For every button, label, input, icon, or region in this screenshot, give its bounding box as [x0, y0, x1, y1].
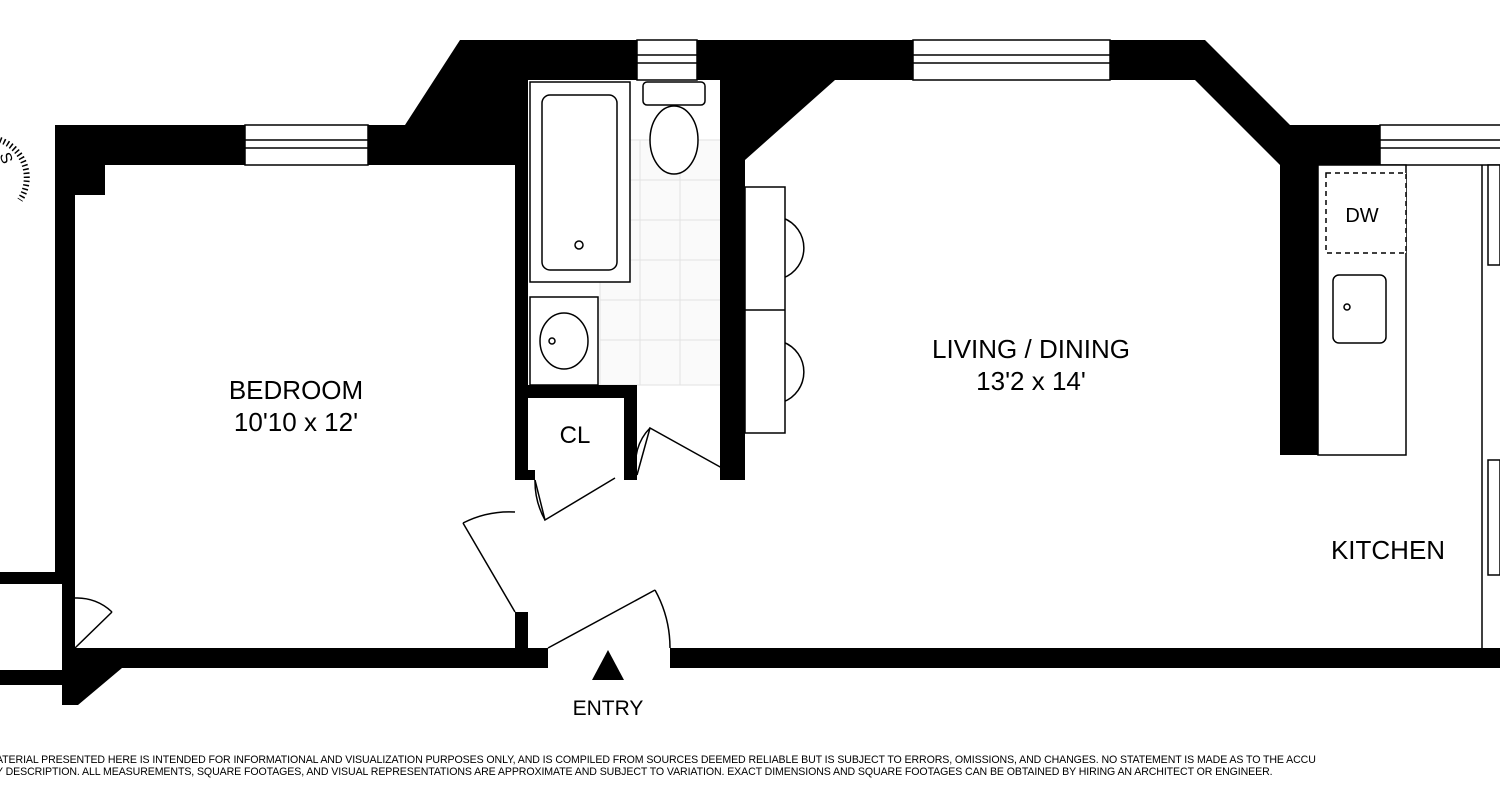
- disclaimer-line-1: ATERIAL PRESENTED HERE IS INTENDED FOR I…: [0, 754, 1316, 766]
- disclaimer-line-2: Y DESCRIPTION. ALL MEASUREMENTS, SQUARE …: [0, 766, 1273, 778]
- living-size: 13'2 x 14': [976, 366, 1086, 396]
- entry-label: ENTRY: [573, 697, 644, 720]
- bedroom-size: 10'10 x 12': [234, 407, 358, 437]
- kitchen-label: KITCHEN: [1331, 535, 1445, 565]
- compass-letter: S: [0, 150, 15, 166]
- bathroom-sink: [529, 296, 599, 386]
- windows: [244, 39, 1500, 576]
- disclaimer: ATERIAL PRESENTED HERE IS INTENDED FOR I…: [0, 754, 1500, 778]
- living-label: LIVING / DINING: [932, 334, 1130, 364]
- walls: [0, 40, 1500, 705]
- closet-label: CL: [560, 422, 591, 449]
- dishwasher-label: DW: [1345, 205, 1378, 227]
- compass-icon: S: [0, 137, 30, 202]
- toilet: [642, 81, 706, 175]
- counter-with-stools: [744, 186, 805, 434]
- entry-arrow-icon: [592, 650, 624, 680]
- bathtub: [529, 81, 631, 283]
- kitchen-counter: [1317, 164, 1483, 648]
- bedroom-label: BEDROOM: [229, 375, 363, 405]
- doors: [74, 426, 723, 649]
